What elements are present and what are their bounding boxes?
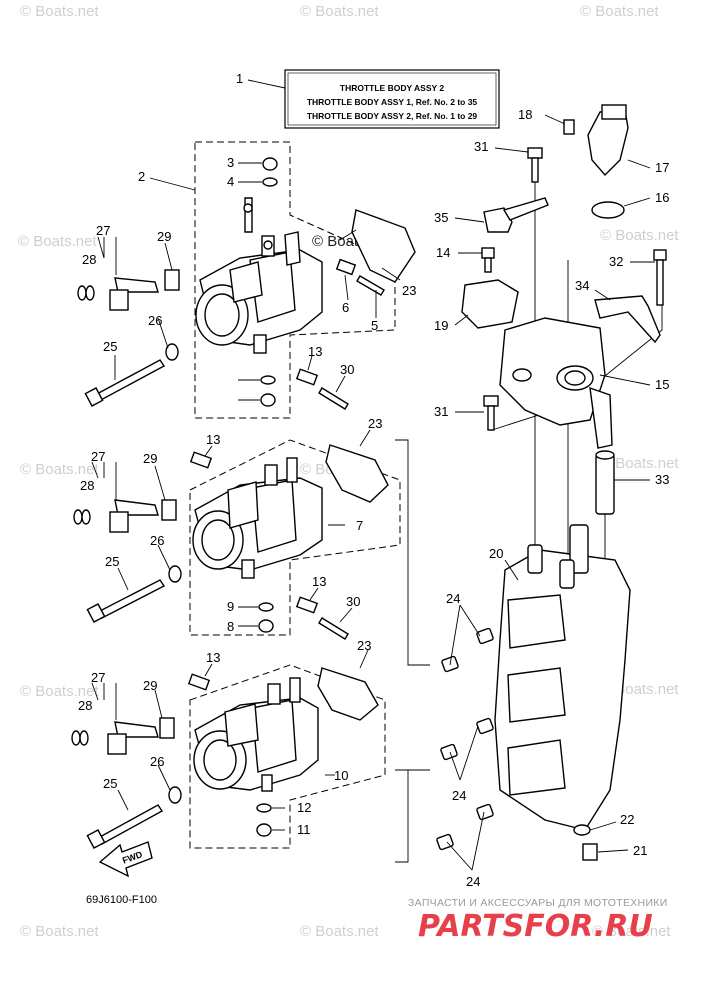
part-label: 13 <box>312 574 326 589</box>
fwd-arrow: FWD <box>98 841 153 878</box>
title-box: THROTTLE BODY ASSY 2 THROTTLE BODY ASSY … <box>284 69 500 129</box>
part-label: 27 <box>96 223 110 238</box>
part-label: 2 <box>138 169 145 184</box>
part-label: 34 <box>575 278 589 293</box>
part-label: 24 <box>452 788 466 803</box>
part-label: 11 <box>297 822 311 837</box>
part-label: 5 <box>371 318 378 333</box>
part-label: 20 <box>489 546 503 561</box>
leader-lines <box>91 79 655 871</box>
part-label: 22 <box>620 812 634 827</box>
part-label: 6 <box>342 300 349 315</box>
part-label: 26 <box>150 533 164 548</box>
shop-banner: ЗАПЧАСТИ И АКСЕССУАРЫ ДЛЯ МОТОТЕХНИКИ PA… <box>408 897 668 944</box>
shop-tagline: ЗАПЧАСТИ И АКСЕССУАРЫ ДЛЯ МОТОТЕХНИКИ <box>408 897 668 909</box>
part-label: 15 <box>655 377 669 392</box>
part-label: 28 <box>80 478 94 493</box>
watermark: © Boats.net <box>600 227 679 244</box>
part-label: 24 <box>466 874 480 889</box>
throttle-body-2 <box>192 457 323 579</box>
part-label: 29 <box>143 678 157 693</box>
watermark: © Boats.net <box>18 233 97 250</box>
part-label: 13 <box>308 344 322 359</box>
drawing-code: 69J6100-F100 <box>86 894 157 906</box>
part-labels: 1 2 3 4 5 6 7 8 9 10 11 12 13 13 13 13 1… <box>78 71 669 889</box>
part-label: 32 <box>609 254 623 269</box>
part-label: 27 <box>91 670 105 685</box>
part-label: 29 <box>143 451 157 466</box>
part-label: 25 <box>103 339 117 354</box>
part-label: 8 <box>227 619 234 634</box>
watermark: © Boats.net <box>580 3 659 20</box>
part-label: 29 <box>157 229 171 244</box>
part-label: 21 <box>633 843 647 858</box>
part-label: 26 <box>148 313 162 328</box>
part-label: 28 <box>82 252 96 267</box>
watermark: © Boats.net <box>600 455 679 472</box>
throttle-body-3 <box>193 677 319 792</box>
part-label: 26 <box>150 754 164 769</box>
part-label: 1 <box>236 71 243 86</box>
part-label: 3 <box>227 155 234 170</box>
title-line-1: THROTTLE BODY ASSY 2 <box>340 83 444 93</box>
springs-and-screws <box>187 258 385 691</box>
part-label: 13 <box>206 432 220 447</box>
watermark: © Boats.net <box>592 923 671 940</box>
title-line-3: THROTTLE BODY ASSY 2, Ref. No. 1 to 29 <box>307 111 478 121</box>
part-label: 30 <box>346 594 360 609</box>
part-label: 31 <box>434 404 448 419</box>
part-label: 28 <box>78 698 92 713</box>
part-label: 12 <box>297 800 311 815</box>
watermark: © Boats.net <box>300 3 379 20</box>
gaskets <box>317 209 416 721</box>
part-label: 24 <box>446 591 460 606</box>
part-label: 23 <box>357 638 371 653</box>
watermark: © Boats.net <box>20 923 99 940</box>
part-label: 16 <box>655 190 669 205</box>
part-label: 13 <box>206 650 220 665</box>
watermark: © Boats.net <box>300 923 379 940</box>
bolts-and-washers <box>84 343 182 849</box>
part-label: 31 <box>474 139 488 154</box>
injector-sets <box>71 269 180 755</box>
title-line-2: THROTTLE BODY ASSY 1, Ref. No. 2 to 35 <box>307 97 478 107</box>
shop-logo: PARTSFOR.RU <box>418 909 653 944</box>
nuts-and-washers <box>256 157 278 837</box>
part-label: 18 <box>518 107 532 122</box>
part-label: 25 <box>105 554 119 569</box>
part-label: 27 <box>91 449 105 464</box>
watermark: © Boats.net <box>20 461 99 478</box>
part-label: 9 <box>227 599 234 614</box>
watermark: © Boats.net <box>20 3 99 20</box>
part-label: 14 <box>436 245 450 260</box>
part-label: 19 <box>434 318 448 333</box>
part-label: 23 <box>368 416 382 431</box>
watermark: © Boats.net <box>20 683 99 700</box>
part-label: 23 <box>402 283 416 298</box>
part-label: 33 <box>655 472 669 487</box>
part-label: 4 <box>227 174 234 189</box>
part-label: 17 <box>655 160 669 175</box>
sensor-and-bracket-parts <box>436 104 667 861</box>
throttle-body-1 <box>195 197 323 354</box>
part-label: 25 <box>103 776 117 791</box>
part-label: 7 <box>356 518 363 533</box>
part-label: 35 <box>434 210 448 225</box>
part-label: 10 <box>334 768 348 783</box>
part-label: 30 <box>340 362 354 377</box>
